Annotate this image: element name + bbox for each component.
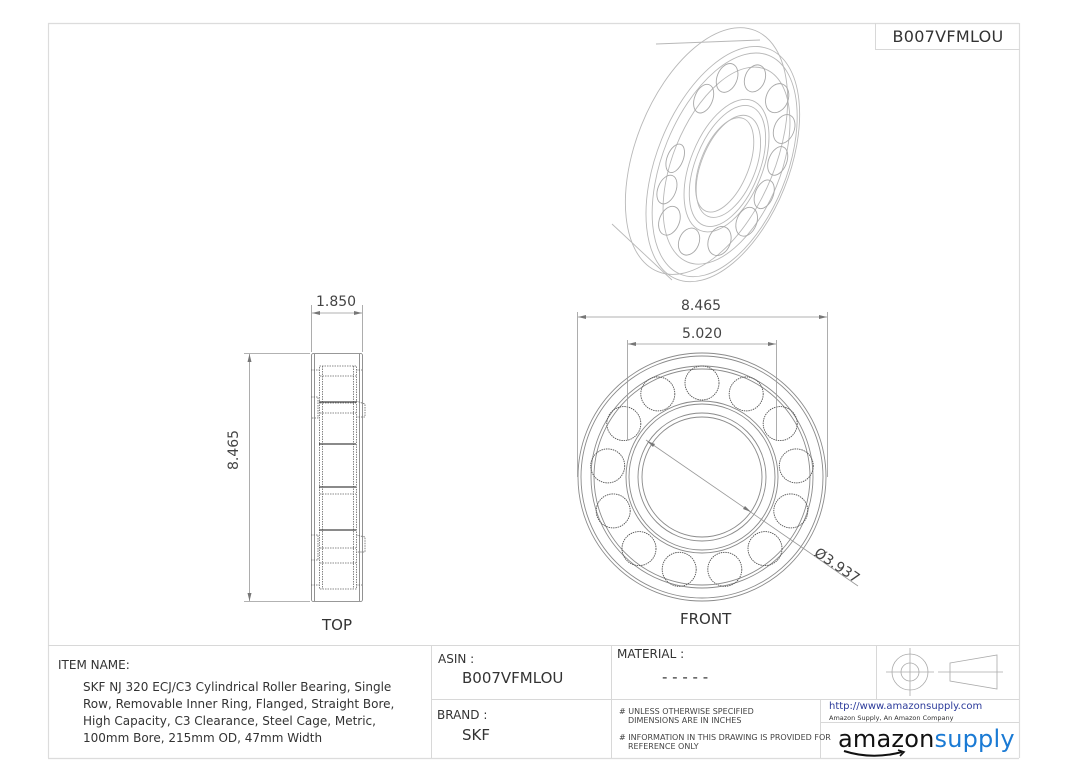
asin-label: ASIN : xyxy=(438,652,475,666)
amazon-smile-icon xyxy=(843,749,906,757)
top-view-dimensions xyxy=(244,305,363,602)
rollers xyxy=(590,365,814,587)
title-block-grid xyxy=(48,645,1019,758)
logo-amazon: amazon xyxy=(838,725,935,753)
front-view-dimensions xyxy=(577,312,859,587)
isometric-view xyxy=(611,27,801,283)
note-reference: # INFORMATION IN THIS DRAWING IS PROVIDE… xyxy=(619,733,831,751)
logo-supply: supply xyxy=(934,725,1015,753)
material-label: MATERIAL : xyxy=(617,647,685,661)
drawing-number: B007VFMLOU xyxy=(892,26,1004,46)
brand-label: BRAND : xyxy=(437,708,488,722)
top-height-dimension: 8.465 xyxy=(226,429,242,470)
item-name-label: ITEM NAME: xyxy=(58,658,130,672)
material-value: - - - - - xyxy=(662,668,709,686)
top-view xyxy=(311,353,366,602)
note-units: # UNLESS OTHERWISE SPECIFIED DIMENSIONS … xyxy=(619,707,754,725)
sheet-frame xyxy=(47,22,1021,760)
top-width-dimension: 1.850 xyxy=(316,294,357,310)
third-angle-projection-icon xyxy=(886,648,1003,696)
amazonsupply-logo: amazonsupply xyxy=(838,725,1015,757)
company-name: Amazon Supply, An Amazon Company xyxy=(829,714,954,722)
website-link[interactable]: http://www.amazonsupply.com xyxy=(829,701,983,712)
front-view xyxy=(577,352,827,602)
brand-value: SKF xyxy=(462,726,490,744)
top-view-label: TOP xyxy=(322,616,353,634)
item-name-value: SKF NJ 320 ECJ/C3 Cylindrical Roller Bea… xyxy=(83,680,395,745)
drawing-number-box: B007VFMLOU xyxy=(875,23,1020,50)
front-view-label: FRONT xyxy=(680,610,732,628)
front-outer-dimension: 8.465 xyxy=(681,298,722,314)
front-inner-race-dimension: 5.020 xyxy=(682,326,723,342)
asin-value: B007VFMLOU xyxy=(462,669,564,687)
